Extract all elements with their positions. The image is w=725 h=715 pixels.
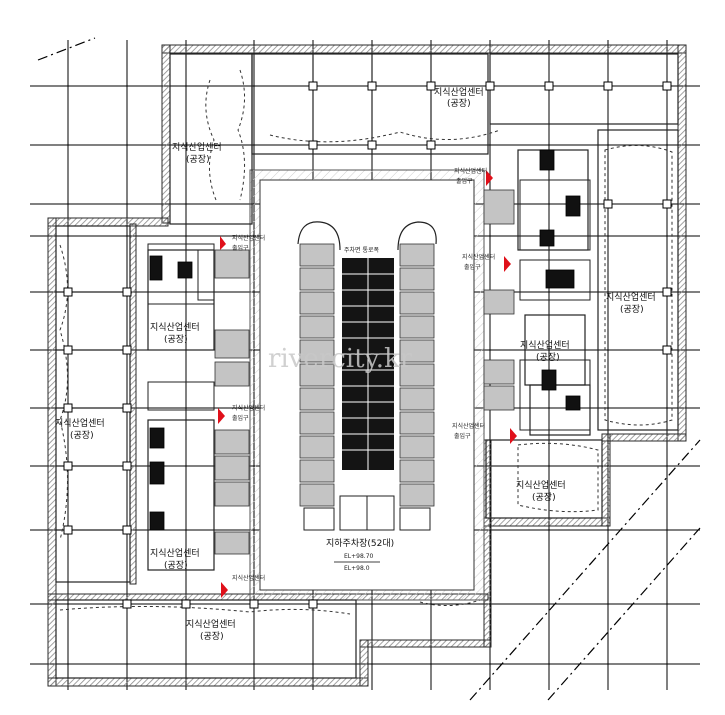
entrance-sublabel-right-top: 출입구 xyxy=(456,177,473,185)
landscape-contours xyxy=(59,69,673,615)
entrance-markers xyxy=(218,170,517,598)
entrance-sublabel-left-top: 출입구 xyxy=(232,244,249,252)
room-sublabel-right-mid: (공장) xyxy=(536,352,560,363)
entrance-label-right-mid: 지식산업센터 xyxy=(462,253,495,261)
room-labels: 지식산업센터 (공장) 지식산업센터 (공장) 지식산업센터 (공장) 지식산업… xyxy=(55,87,656,642)
parking-entrance xyxy=(303,495,431,531)
elevation-label: EL+98.70 xyxy=(344,553,374,560)
entrance-label-right-low: 지식산업센터 xyxy=(452,422,485,430)
core-blocks xyxy=(149,149,581,531)
core-outlines xyxy=(147,179,591,431)
entrance-marker-left-top xyxy=(220,236,226,250)
room-label-top-left: 지식산업센터 xyxy=(172,142,222,153)
room-sublabel-bottom-left: (공장) xyxy=(200,631,224,642)
parking-labels: 주차면 통로폭 지하주차장(52대) EL+98.70 EL+98.0 xyxy=(326,246,394,572)
room-label-right-lower: 지식산업센터 xyxy=(516,480,566,491)
entrance-marker-right-mid xyxy=(504,256,511,272)
room-sublabel-left-bottom: (공장) xyxy=(164,560,188,571)
room-label-left-mid: 지식산업센터 xyxy=(150,322,200,333)
entrance-label-left-top: 지식산업센터 xyxy=(232,234,265,242)
entrance-marker-left-mid xyxy=(218,408,225,424)
watermark-text: rivercity.kr xyxy=(268,344,413,374)
entrance-sublabel-right-low: 출입구 xyxy=(454,432,471,440)
entrance-label-right-top: 지식산업센터 xyxy=(454,167,487,175)
room-sublabel-top-right: (공장) xyxy=(447,98,471,109)
ramp-curves xyxy=(297,221,437,251)
site-boundary xyxy=(37,37,701,701)
room-label-right-upper: 지식산업센터 xyxy=(606,292,656,303)
entrance-marker-right-low xyxy=(510,428,517,444)
entrance-sublabel-right-mid: 출입구 xyxy=(464,263,481,271)
room-sublabel-right-lower: (공장) xyxy=(532,492,556,503)
room-label-right-mid: 지식산업센터 xyxy=(520,340,570,351)
entrance-sublabel-left-mid: 출입구 xyxy=(232,414,249,422)
columns xyxy=(63,81,672,609)
room-label-left-lower: 지식산업센터 xyxy=(55,418,105,429)
room-sublabel-left-mid: (공장) xyxy=(164,334,188,345)
ramp-label: 주차면 통로폭 xyxy=(344,246,380,254)
entrance-label-left-mid: 지식산업센터 xyxy=(232,404,265,412)
room-label-left-bottom: 지식산업센터 xyxy=(150,548,200,559)
central-aisle xyxy=(342,258,394,470)
room-sublabel-top-left: (공장) xyxy=(186,154,210,165)
room-label-bottom-left: 지식산업센터 xyxy=(186,619,236,630)
room-sublabel-left-lower: (공장) xyxy=(70,430,94,441)
entrance-labels: 지식산업센터 출입구 지식산업센터 출입구 지식산업센터 출입구 지식산업센터 … xyxy=(232,167,495,582)
entrance-marker-right-top xyxy=(486,170,493,186)
room-sublabel-right-upper: (공장) xyxy=(620,304,644,315)
parking-count-label: 지하주차장(52대) xyxy=(326,537,394,549)
entrance-label-left-low: 지식산업센터 xyxy=(232,574,265,582)
room-label-top-right: 지식산업센터 xyxy=(434,87,484,98)
parking-stalls xyxy=(214,189,515,555)
right-units xyxy=(485,129,679,519)
elevation-sub-label: EL+98.0 xyxy=(344,565,370,572)
entrance-marker-left-low xyxy=(221,582,228,598)
